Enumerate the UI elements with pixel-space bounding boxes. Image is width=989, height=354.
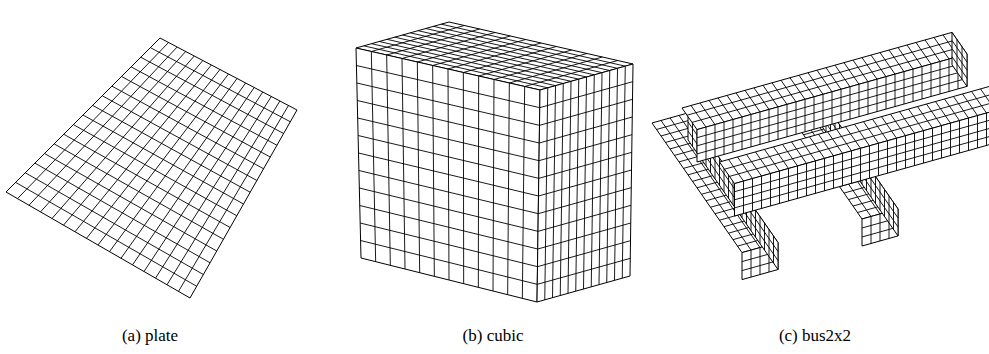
cube-right-mesh [537, 64, 633, 302]
subfigure-caption: (b) cubic [463, 326, 524, 346]
bus-front-mesh [735, 108, 989, 216]
mesh-lines [16, 43, 291, 292]
subfigure-caption: (c) bus2x2 [779, 326, 851, 346]
mesh-face [537, 64, 633, 302]
mesh-face [952, 32, 967, 86]
mesh-face [6, 38, 297, 298]
cube-left-mesh [356, 48, 540, 302]
mesh-face [735, 108, 989, 216]
mesh-lines [952, 40, 967, 80]
mesh-lines [735, 111, 989, 214]
plate-mesh [6, 38, 297, 298]
subfigure-caption: (a) plate [122, 326, 178, 346]
mesh-lines [537, 66, 633, 300]
mesh-face [356, 48, 540, 302]
bus-end-mesh [952, 32, 967, 86]
mesh-lines [356, 52, 539, 299]
